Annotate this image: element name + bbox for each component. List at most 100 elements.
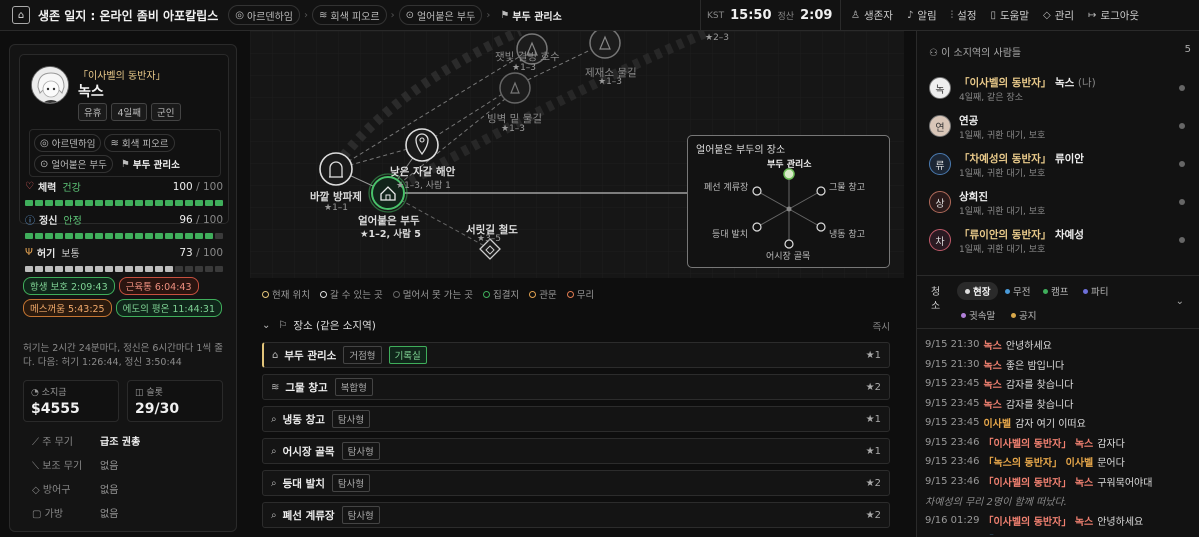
equip-sub-weapon[interactable]: ⟍ 보조 무기 없음	[32, 461, 119, 472]
place-row[interactable]: ⌕ 어시장 골목 탐사형 ★1	[262, 438, 890, 464]
equip-bag[interactable]: ▢ 가방 없음	[32, 509, 119, 520]
nav-alerts[interactable]: ♪알림	[906, 10, 937, 22]
effect-badge[interactable]: 항생 보호 2:09:43	[23, 277, 115, 295]
chevron-down-icon[interactable]: ⌄	[262, 320, 271, 331]
location-region[interactable]: ◎아르덴하임	[34, 134, 102, 152]
search-icon: ⌕	[271, 509, 277, 521]
effect-badge[interactable]: 근육통 6:04:43	[118, 277, 199, 295]
chat-user[interactable]: 녹스	[983, 360, 1002, 372]
legend-item: 관문	[529, 287, 557, 301]
chat-user[interactable]: 녹스	[983, 341, 1002, 353]
nav-survivors[interactable]: ♙생존자	[851, 10, 893, 22]
channel-tab[interactable]: 공지	[1011, 308, 1036, 322]
wallet-icon: ◔	[31, 388, 39, 398]
app-title[interactable]: 생존 일지 : 온라인 좀비 아포칼립스	[38, 8, 219, 23]
breadcrumb-place[interactable]: ⚑부두 관리소	[500, 9, 562, 23]
bar-segment	[35, 200, 43, 206]
inset-node[interactable]	[752, 222, 762, 232]
person-row[interactable]: 차 「류이안의 동반자」 차예성 1일째, 귀환 대기, 보호	[929, 227, 1191, 257]
chevron-down-icon[interactable]: ⌄	[1175, 296, 1184, 307]
place-row[interactable]: ⌕ 폐선 계류장 탐사형 ★2	[262, 502, 890, 528]
compass-icon: ◎	[235, 9, 244, 21]
node-icewall-channel[interactable]	[499, 72, 531, 104]
legend-dot-icon	[566, 290, 574, 298]
avatar: 연	[929, 115, 951, 137]
node-frozen-lake[interactable]	[516, 33, 548, 65]
channel-tab[interactable]: 캠프	[1043, 284, 1068, 298]
inset-node[interactable]	[816, 222, 826, 232]
nav-help[interactable]: ▯도움말	[990, 10, 1030, 22]
nav-admin[interactable]: ◇관리	[1043, 10, 1075, 22]
bar-segment	[175, 233, 183, 239]
avatar[interactable]	[31, 66, 69, 104]
chat-user[interactable]: 「녹스의 동반자」 이사벨	[983, 458, 1094, 470]
inset-node[interactable]	[816, 186, 826, 196]
bar-segment	[55, 266, 63, 272]
effect-badge[interactable]: 에도의 평온 11:44:31	[115, 299, 223, 317]
chat-user[interactable]: 「이사벨의 동반자」 녹스	[983, 516, 1094, 528]
chat-user[interactable]: 「이사벨의 동반자」 녹스	[983, 438, 1094, 450]
chat-user[interactable]: 녹스	[983, 380, 1002, 392]
node-label: 서릿길 철도	[466, 224, 518, 236]
breadcrumb: ◎아르덴하임 › ≋회색 피오르 › ⊙얼어붙은 부두 › ⚑부두 관리소	[228, 5, 568, 25]
person-row[interactable]: 상 상희진 1일째, 귀환 대기, 보호	[929, 189, 1191, 219]
bar-segment	[35, 233, 43, 239]
chat-message: 9/16 01:30「차예성의 동반자」 류이안안녕하세요	[925, 530, 1195, 535]
chat-user[interactable]: 이사벨	[983, 419, 1012, 431]
person-row[interactable]: 연 연공 1일째, 귀환 대기, 보호	[929, 113, 1191, 143]
node-label: 잿빛 결빙 호수	[495, 51, 560, 63]
location-place[interactable]: ⚑부두 관리소	[120, 158, 180, 172]
bar-segment	[155, 266, 163, 272]
equip-main-weapon[interactable]: ⟋ 주 무기 급조 권총	[32, 437, 141, 448]
nav-settings[interactable]: ⫶설정	[950, 10, 977, 22]
breadcrumb-subarea[interactable]: ⊙얼어붙은 부두	[398, 5, 483, 25]
channel-tab[interactable]: 파티	[1083, 284, 1108, 298]
place-row[interactable]: ≋ 그물 창고 복합형 ★2	[262, 374, 890, 400]
location-area[interactable]: ≋회색 피오르	[104, 134, 175, 152]
place-row[interactable]: ⌕ 냉동 창고 탐사형 ★1	[262, 406, 890, 432]
bar-segment	[125, 266, 133, 272]
node-frozen-dock-current[interactable]	[368, 173, 408, 213]
bar-segment	[205, 233, 213, 239]
place-row[interactable]: ⌂ 부두 관리소 거점형 기록실 ★1	[262, 342, 890, 368]
node-sawmill-channel[interactable]	[589, 31, 621, 59]
people-count: 5	[1184, 44, 1191, 55]
person-row[interactable]: 녹 「이사벨의 동반자」 녹스 (나) 4일째, 같은 장소	[929, 75, 1191, 105]
inset-node[interactable]	[784, 239, 794, 249]
channel-tab[interactable]: 귓속말	[961, 308, 995, 322]
node-outer-breakwater[interactable]	[319, 152, 353, 186]
place-row[interactable]: ⌕ 등대 발치 탐사형 ★2	[262, 470, 890, 496]
breadcrumb-region[interactable]: ◎아르덴하임	[228, 5, 300, 25]
chat-time: 9/15 23:45	[925, 378, 980, 390]
person-row[interactable]: 류 「차예성의 동반자」 류이안 1일째, 귀환 대기, 보호	[929, 151, 1191, 181]
node-frost-railway[interactable]	[479, 238, 501, 260]
nav-logout[interactable]: ↦로그아웃	[1088, 10, 1140, 22]
inset-node-current[interactable]	[783, 168, 795, 180]
chat-text: 문어다	[1097, 458, 1125, 470]
effect-badge[interactable]: 메스꺼움 5:43:25	[23, 299, 112, 317]
bar-segment	[105, 233, 113, 239]
node-sub: ★1–3	[512, 63, 537, 73]
user-icon: ♙	[851, 10, 860, 21]
stat-state: 보통	[61, 249, 80, 260]
bar-segment	[55, 233, 63, 239]
channel-tab[interactable]: 현장	[957, 282, 999, 300]
channel-tab[interactable]: 무전	[1005, 284, 1030, 298]
node-gravel-shore[interactable]	[405, 128, 439, 162]
app-logo-icon[interactable]: ⌂	[12, 6, 30, 24]
area-map[interactable]: 잿빛 결빙 호수 ★1–3 제재소 물길 ★1–3 ★2–3 빙벽 밑 물길 ★…	[250, 31, 904, 278]
places-header[interactable]: ⌄ ⚐ 장소 (같은 소지역) 즉시	[262, 320, 890, 333]
chat-text: 안녕하세요	[1106, 532, 1152, 535]
chat-user[interactable]: 「차예성의 동반자」 류이안	[983, 532, 1102, 535]
chat-user[interactable]: 「이사벨의 동반자」 녹스	[983, 477, 1094, 489]
inset-node[interactable]	[752, 186, 762, 196]
bar-segment	[95, 266, 103, 272]
node-sub: ★1–3	[501, 124, 526, 134]
breadcrumb-area[interactable]: ≋회색 피오르	[311, 5, 387, 25]
chat-user[interactable]: 녹스	[983, 399, 1002, 411]
location-subarea[interactable]: ⊙얼어붙은 부두	[34, 155, 113, 173]
shield-icon: ◇	[32, 485, 40, 496]
equip-armor[interactable]: ◇ 방어구 없음	[32, 485, 119, 496]
